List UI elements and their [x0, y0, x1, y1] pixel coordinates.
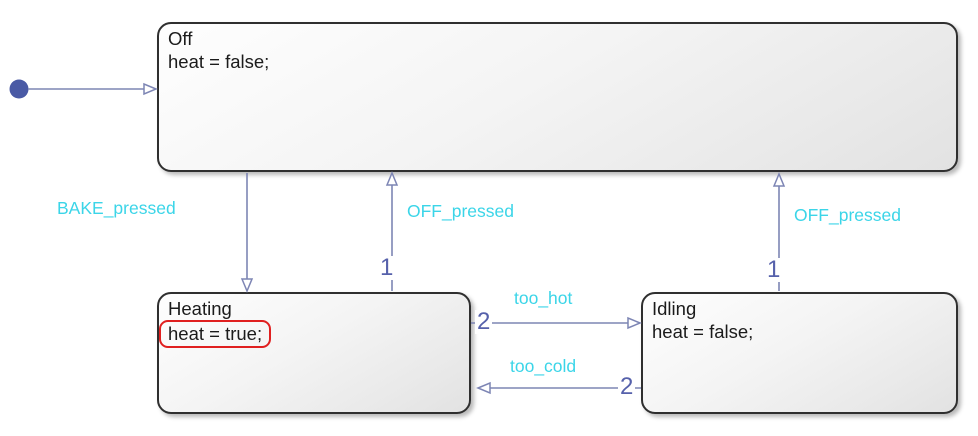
state-idling-action: heat = false;	[652, 321, 754, 342]
arrowhead-too-cold	[476, 381, 491, 395]
transition-label-too-hot[interactable]: too_hot	[514, 288, 573, 308]
transition-idling-to-heating[interactable]	[476, 381, 641, 395]
state-heating-action: heat = true;	[159, 320, 460, 348]
state-off-action: heat = false;	[168, 51, 270, 72]
transition-heating-to-idling[interactable]	[471, 316, 642, 330]
state-off[interactable]: Off heat = false;	[157, 22, 958, 172]
state-off-name: Off	[168, 28, 193, 49]
transition-label-off-pressed-right[interactable]: OFF_pressed	[794, 205, 901, 225]
transition-label-bake-pressed[interactable]: BAKE_pressed	[57, 198, 176, 218]
state-heating-name: Heating	[168, 298, 232, 319]
transition-label-off-pressed-left[interactable]: OFF_pressed	[407, 201, 514, 221]
arrowhead-off-pressed-right	[772, 172, 786, 187]
execution-order-too-hot: 2	[475, 308, 493, 335]
state-idling-name: Idling	[652, 298, 697, 319]
execution-order-idling-to-off: 1	[765, 256, 783, 283]
action-highlight-box: heat = true;	[159, 320, 272, 348]
transition-label-too-cold[interactable]: too_cold	[510, 356, 577, 376]
execution-order-too-cold: 2	[618, 373, 636, 400]
state-idling[interactable]: Idling heat = false;	[641, 292, 958, 414]
transition-off-to-heating[interactable]	[240, 173, 254, 293]
arrowhead-initial	[143, 82, 158, 96]
arrowhead-bake-pressed	[240, 278, 254, 293]
arrowhead-off-pressed-left	[385, 171, 399, 186]
arrowhead-too-hot	[627, 316, 642, 330]
state-heating[interactable]: Heating heat = true;	[157, 292, 471, 414]
execution-order-heating-to-off: 1	[378, 254, 396, 281]
transition-initial-to-off[interactable]	[9, 79, 158, 99]
initial-state-dot[interactable]	[9, 79, 29, 99]
